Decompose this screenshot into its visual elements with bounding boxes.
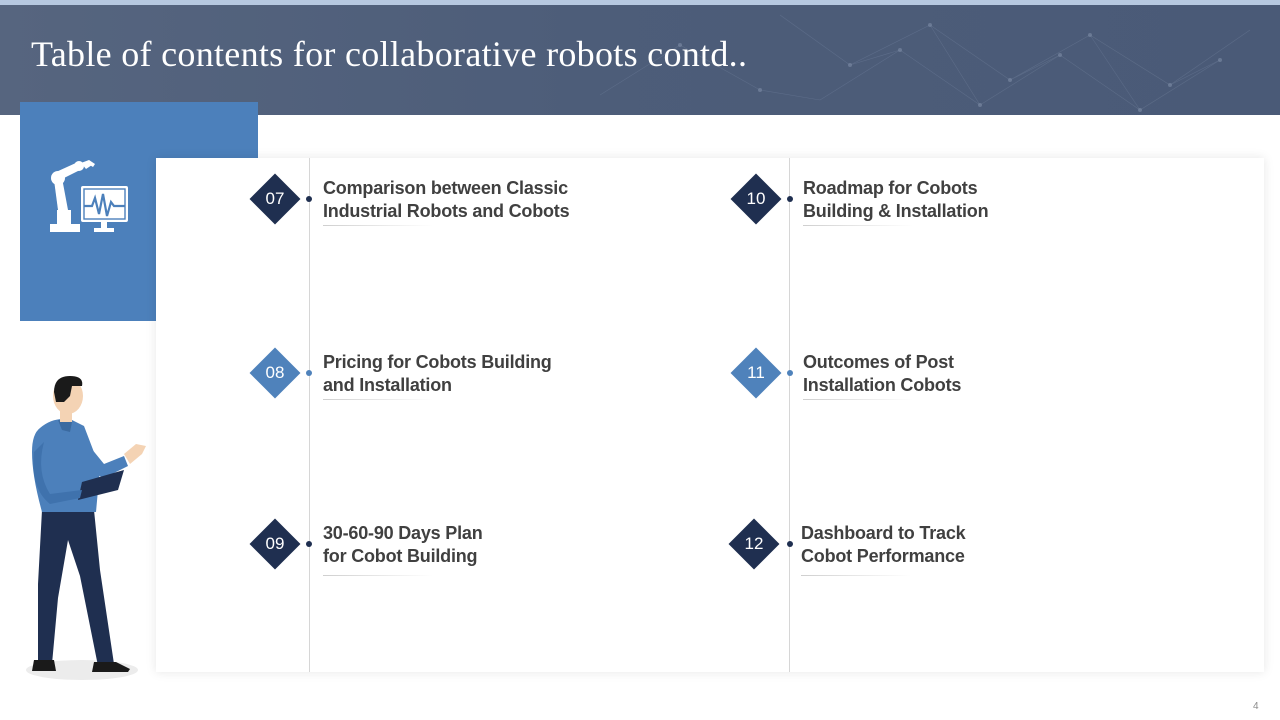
contents-card — [156, 158, 1264, 672]
item-underline — [801, 575, 911, 576]
timeline-dot — [306, 370, 312, 376]
presenter-illustration — [26, 376, 146, 680]
page-number: 4 — [1253, 701, 1259, 712]
item-underline — [323, 225, 433, 226]
timeline-dot — [787, 370, 793, 376]
item-number: 11 — [747, 363, 765, 382]
item-number: 12 — [744, 534, 764, 553]
page-title: Table of contents for collaborative robo… — [31, 34, 748, 74]
item-underline — [803, 225, 913, 226]
item-number: 10 — [746, 189, 766, 208]
item-underline — [323, 575, 433, 576]
item-underline — [803, 399, 913, 400]
item-number: 07 — [265, 189, 285, 208]
timeline-dot — [306, 196, 312, 202]
item-underline — [323, 399, 433, 400]
timeline-dot — [306, 541, 312, 547]
timeline-line-left — [309, 158, 310, 672]
top-accent-strip — [0, 0, 1280, 5]
timeline-dot — [787, 541, 793, 547]
item-number: 09 — [265, 534, 285, 553]
network-texture — [599, 14, 1251, 112]
slide-header: Table of contents for collaborative robo… — [0, 5, 1280, 115]
item-number: 08 — [265, 363, 285, 382]
timeline-line-right — [789, 158, 790, 672]
robot-arm-monitor-icon — [50, 160, 128, 232]
timeline-dot — [787, 196, 793, 202]
pulse-line — [84, 193, 125, 217]
